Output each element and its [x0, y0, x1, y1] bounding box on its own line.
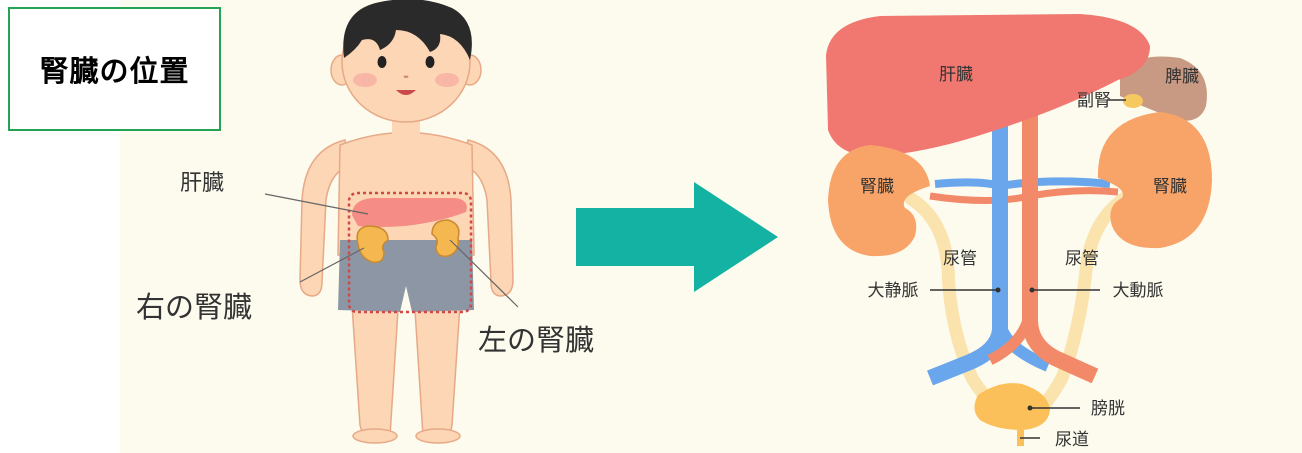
label-ureter-right: 尿管	[1065, 249, 1099, 269]
label-vena-cava: 大静脈	[868, 281, 919, 301]
label-ureter-left: 尿管	[943, 249, 977, 269]
label-adrenal: 副腎	[1077, 91, 1111, 111]
child-eye-left	[378, 56, 387, 68]
urinary-anatomy: 肝臓 脾臓 副腎 腎臓 腎臓 尿管 尿管 大静脈 大動脈 膀胱 尿道	[826, 14, 1212, 450]
child-cheek-right	[435, 73, 459, 87]
child-eye-right	[426, 56, 435, 68]
label-liver: 肝臓	[939, 65, 973, 85]
child-legs	[352, 305, 460, 443]
label-spleen: 脾臓	[1165, 67, 1199, 87]
label-right-kidney: 右の腎臓	[136, 290, 252, 324]
label-aorta: 大動脈	[1113, 281, 1164, 301]
label-bladder: 膀胱	[1091, 399, 1125, 419]
right-arrow	[576, 182, 778, 292]
liver	[826, 14, 1150, 156]
renal-vein-right	[1000, 181, 1110, 186]
renal-vein-left	[935, 182, 1000, 186]
child-left-kidney	[432, 220, 459, 256]
label-kidney-right: 腎臓	[1153, 177, 1187, 197]
child-cheek-left	[353, 73, 377, 87]
adrenal-gland	[1123, 94, 1143, 108]
label-urethra: 尿道	[1055, 430, 1089, 450]
child-figure: 肝臓 右の腎臓 左の腎臓	[136, 0, 594, 443]
label-left-kidney: 左の腎臓	[478, 323, 594, 357]
renal-artery-left	[930, 196, 1030, 201]
label-liver-child: 肝臓	[180, 171, 224, 196]
label-kidney-left: 腎臓	[860, 177, 894, 197]
child-head	[331, 0, 481, 122]
child-nose	[404, 76, 408, 77]
renal-artery-right	[1030, 191, 1118, 196]
